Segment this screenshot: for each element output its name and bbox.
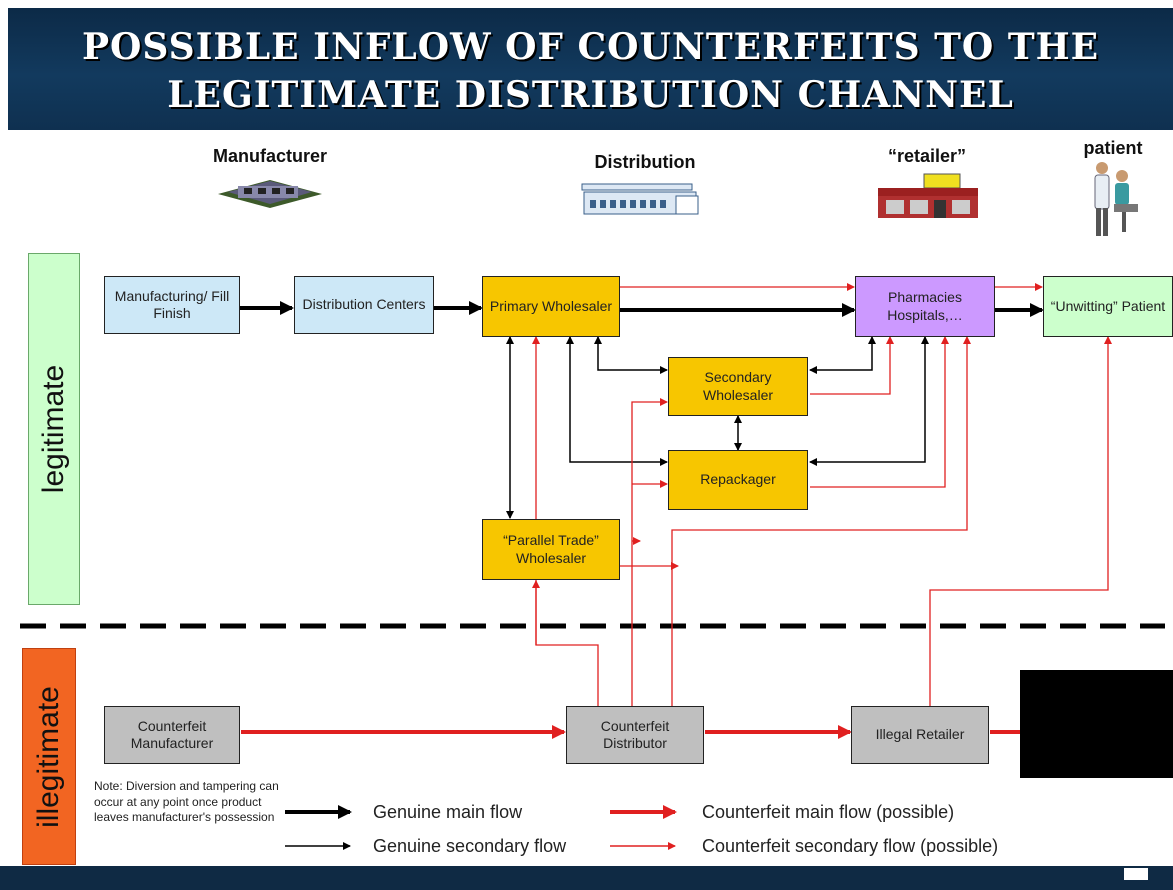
legend-note: Note: Diversion and tampering can occur … <box>94 779 279 825</box>
store-icon <box>878 173 978 218</box>
footer-bar <box>0 866 1173 890</box>
redacted-area <box>1020 670 1173 778</box>
node-primary-wholesaler: Primary Wholesaler <box>482 276 620 337</box>
cf-repackager-to-pharmacies <box>810 336 949 488</box>
warehouse-icon <box>581 183 699 215</box>
cf-distributor-to-secondary <box>631 398 668 706</box>
node-parallel-trade: “Parallel Trade” Wholesaler <box>482 519 620 580</box>
flow-primary-secondary <box>594 336 668 374</box>
column-manufacturer: Manufacturer <box>212 146 328 166</box>
flow-secondary-pharmacies <box>809 336 876 374</box>
node-counterfeit-distributor: Counterfeit Distributor <box>566 706 704 764</box>
legend-counterfeit-secondary: Counterfeit secondary flow (possible) <box>702 836 999 856</box>
node-illegal-retailer: Illegal Retailer <box>851 706 989 764</box>
legend-genuine-secondary: Genuine secondary flow <box>373 836 567 856</box>
node-manufacturing: Manufacturing/ Fill Finish <box>104 276 240 334</box>
flow-primary-repackager <box>566 336 668 466</box>
doctor-patient-icon <box>1094 162 1138 236</box>
node-distribution-centers: Distribution Centers <box>294 276 434 334</box>
column-patient: patient <box>1083 138 1143 158</box>
legitimate-zone-bar: legitimate <box>28 253 80 605</box>
node-unwitting-patient: “Unwitting” Patient <box>1043 276 1173 337</box>
title-line-1: POSSIBLE INFLOW OF COUNTERFEITS TO THE <box>81 26 1100 68</box>
factory-icon <box>218 180 322 208</box>
cf-retailer-to-patient <box>929 336 1112 706</box>
cf-distributor-to-pharmacies <box>671 336 971 706</box>
column-distribution: Distribution <box>594 152 696 172</box>
node-repackager: Repackager <box>668 450 808 510</box>
legend-genuine-main: Genuine main flow <box>373 802 523 822</box>
node-pharmacies: Pharmacies Hospitals,… <box>855 276 995 337</box>
node-counterfeit-manufacturer: Counterfeit Manufacturer <box>104 706 240 764</box>
illegitimate-zone-bar: illegitimate <box>22 648 76 865</box>
column-retailer: “retailer” <box>887 146 967 166</box>
title-line-2: LEGITIMATE DISTRIBUTION CHANNEL <box>167 74 1014 116</box>
node-secondary-wholesaler: Secondary Wholesaler <box>668 357 808 416</box>
legend-counterfeit-main: Counterfeit main flow (possible) <box>702 802 955 822</box>
flow-repackager-pharmacies <box>809 336 929 466</box>
cf-secondary-to-pharmacies <box>810 336 894 395</box>
title-banner: POSSIBLE INFLOW OF COUNTERFEITS TO THE L… <box>8 8 1173 130</box>
footer-marker <box>1124 868 1148 880</box>
cf-distributor-to-primary <box>532 336 599 706</box>
